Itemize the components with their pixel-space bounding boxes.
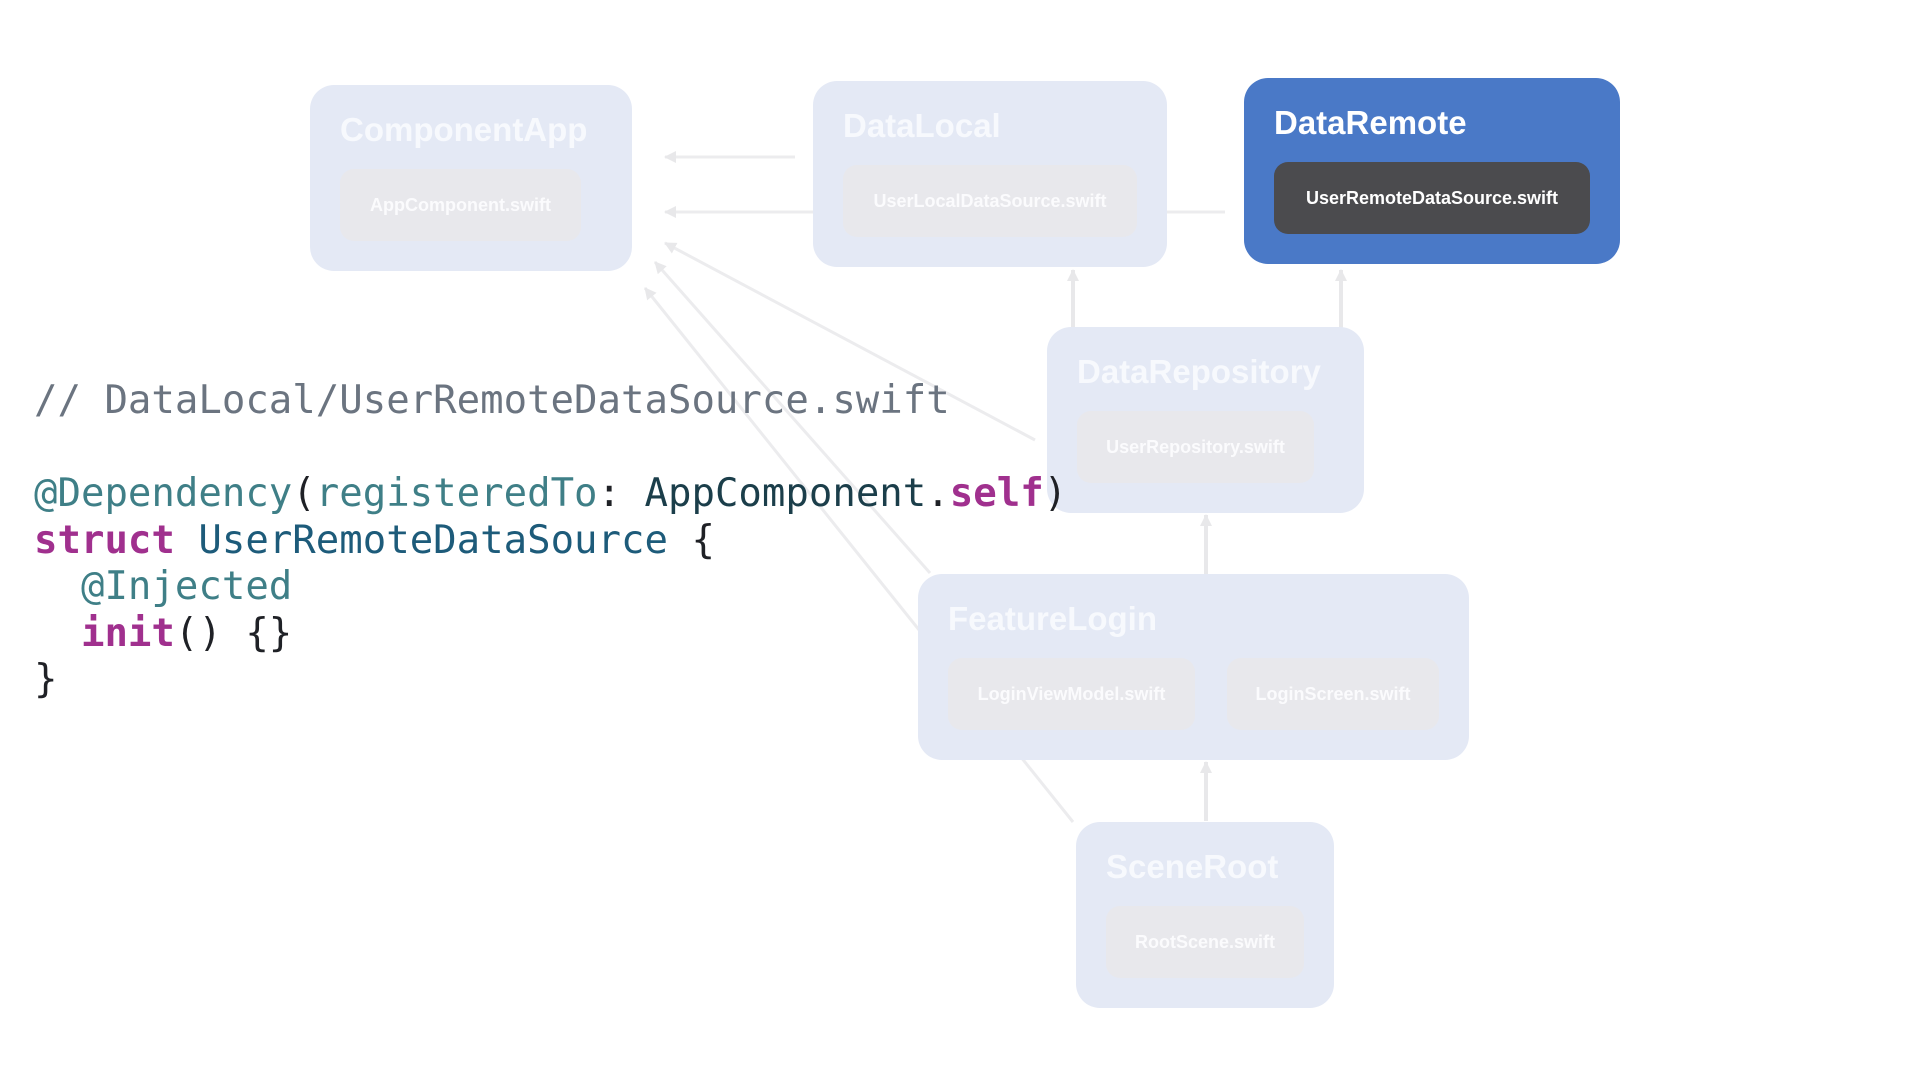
code-token-plain: . <box>926 471 950 516</box>
module-dataremote-title: DataRemote <box>1274 104 1467 141</box>
file-userlocaldatasource-swift: UserLocalDataSource.swift <box>843 165 1137 237</box>
code-snippet: // DataLocal/UserRemoteDataSource.swift @… <box>34 378 1067 704</box>
module-sceneroot-title: SceneRoot <box>1106 848 1279 885</box>
code-token-plain <box>34 564 81 609</box>
code-token-plain <box>175 518 198 563</box>
file-userrepository-swift: UserRepository.swift <box>1077 411 1314 483</box>
code-token-attr: @Injected <box>80 564 293 609</box>
code-token-keyword: init <box>80 610 175 656</box>
code-line: // DataLocal/UserRemoteDataSource.swift <box>34 378 1067 425</box>
code-token-plain: } <box>34 657 58 702</box>
code-line: struct UserRemoteDataSource { <box>34 518 1067 565</box>
code-line: } <box>34 657 1067 704</box>
code-token-keyword: struct <box>34 517 175 563</box>
file-loginviewmodel-swift: LoginViewModel.swift <box>948 658 1195 730</box>
module-componentapp: ComponentApp AppComponent.swift <box>310 85 632 271</box>
code-token-param: registeredTo <box>315 471 598 516</box>
module-componentapp-title: ComponentApp <box>340 111 588 148</box>
module-datarepository-title: DataRepository <box>1077 353 1321 390</box>
module-sceneroot: SceneRoot RootScene.swift <box>1076 822 1334 1008</box>
code-token-plain: : <box>597 471 645 516</box>
code-token-plain: ( <box>292 471 316 516</box>
file-appcomponent-swift: AppComponent.swift <box>340 169 581 241</box>
file-rootscene-swift: RootScene.swift <box>1106 906 1304 978</box>
code-token-attr: @Dependency <box>34 471 293 516</box>
code-line: @Injected <box>34 564 1067 611</box>
code-token-plain: () {} <box>174 610 293 656</box>
module-dataremote: DataRemote UserRemoteDataSource.swift <box>1244 78 1620 264</box>
code-line: @Dependency(registeredTo: AppComponent.s… <box>34 471 1067 518</box>
module-datalocal: DataLocal UserLocalDataSource.swift <box>813 81 1167 267</box>
code-token-plain <box>34 611 81 656</box>
code-line: init() {} <box>34 611 1067 658</box>
code-line <box>34 425 1067 472</box>
code-token-typedecl: UserRemoteDataSource <box>198 517 668 563</box>
code-token-plain: ) <box>1043 471 1068 516</box>
file-userremotedatasource-swift: UserRemoteDataSource.swift <box>1274 162 1590 234</box>
edge-featurelogin-to-componentapp <box>653 261 932 574</box>
file-loginscreen-swift: LoginScreen.swift <box>1227 658 1439 730</box>
edge-datarepository-to-componentapp <box>664 241 1036 442</box>
module-datarepository: DataRepository UserRepository.swift <box>1047 327 1364 513</box>
module-featurelogin: FeatureLogin LoginViewModel.swift LoginS… <box>918 574 1469 760</box>
module-featurelogin-title: FeatureLogin <box>948 600 1158 637</box>
code-token-plain: { <box>667 517 715 563</box>
module-datalocal-title: DataLocal <box>843 107 1001 144</box>
code-token-type: AppComponent <box>644 471 927 516</box>
code-token-keyword: self <box>949 471 1044 516</box>
code-token-comment: // DataLocal/UserRemoteDataSource.swift <box>34 378 950 423</box>
